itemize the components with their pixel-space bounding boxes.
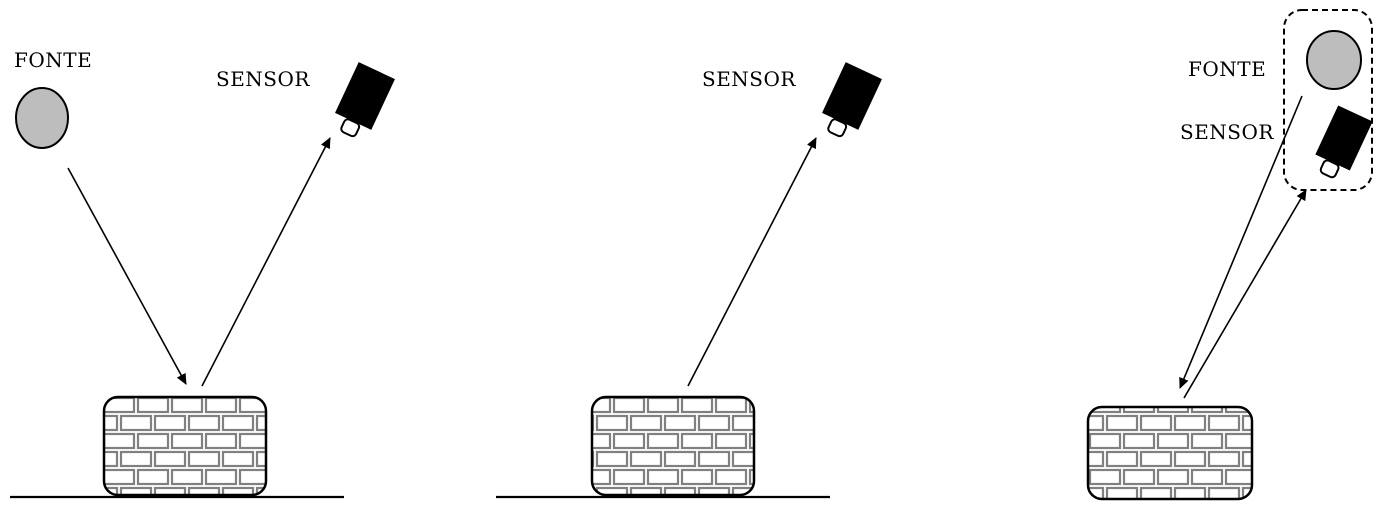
source-label: FONTE: [14, 48, 92, 72]
reflected-ray: [202, 138, 330, 386]
sensor-label: SENSOR: [702, 67, 796, 91]
sensor-label: SENSOR: [1180, 120, 1274, 144]
source-label: FONTE: [1188, 57, 1266, 81]
target-wall-icon: [1088, 407, 1252, 499]
sensor-label: SENSOR: [216, 67, 310, 91]
panel-1: FONTE SENSOR: [10, 48, 395, 497]
sensor-icon: [1309, 105, 1372, 183]
sensor-icon: [329, 62, 395, 142]
incident-ray: [68, 168, 186, 384]
source-icon: [16, 88, 68, 148]
target-wall-icon: [592, 397, 754, 495]
target-wall-icon: [104, 397, 266, 495]
source-icon: [1307, 31, 1361, 89]
panel-2: SENSOR: [496, 62, 882, 497]
panel-3: FONTE SENSOR: [1088, 10, 1373, 499]
emitted-ray: [688, 138, 816, 386]
reflected-ray: [1184, 190, 1306, 398]
sensor-icon: [816, 62, 882, 142]
